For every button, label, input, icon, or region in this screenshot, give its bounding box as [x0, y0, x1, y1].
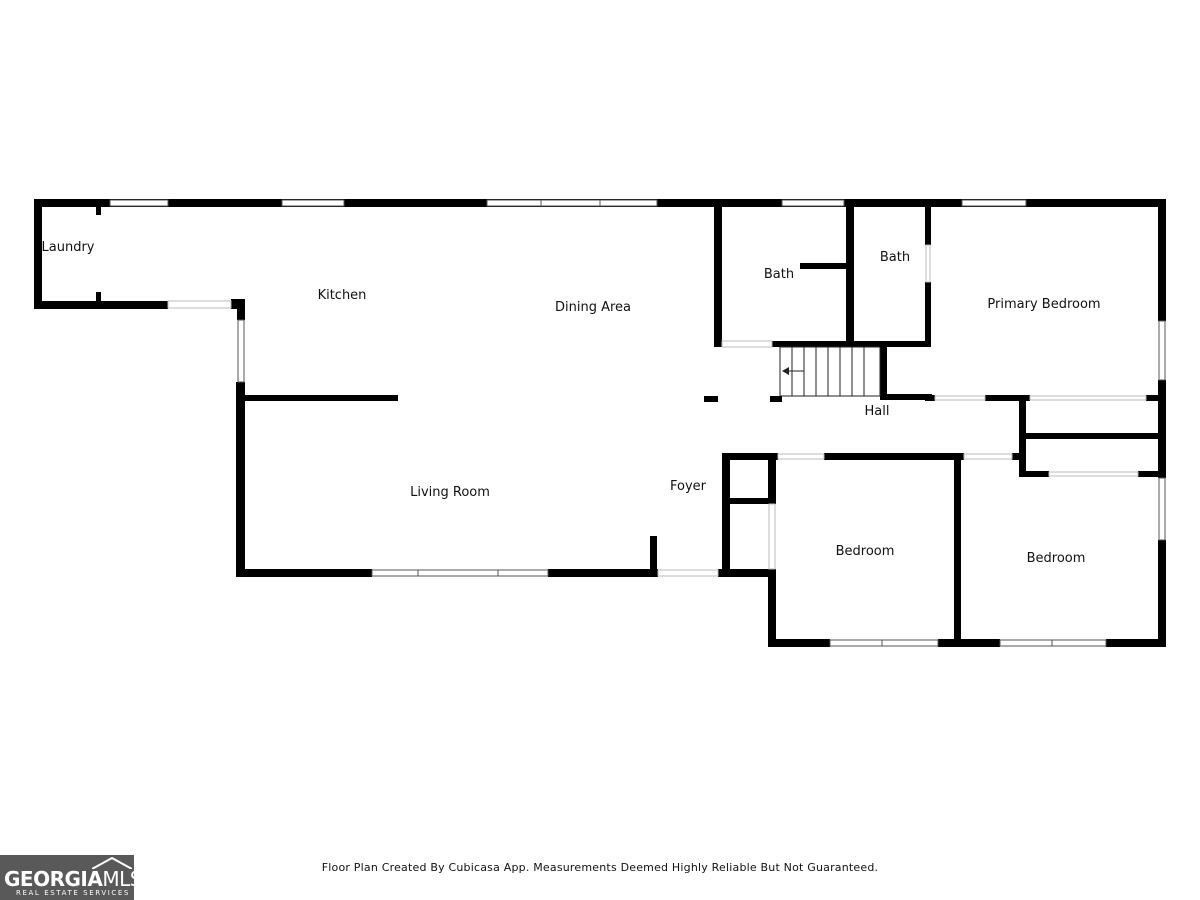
wall-bath2-east-bottom: [925, 282, 931, 347]
window: [109, 199, 169, 207]
wall-bedroom1-south-a: [768, 639, 830, 647]
wall-closet-mid: [1019, 433, 1166, 439]
window: [486, 199, 658, 207]
door-opening: [167, 300, 232, 309]
wall-foyer-closet-west: [722, 453, 730, 577]
door-opening: [1029, 395, 1147, 401]
label-kitchen: Kitchen: [318, 288, 367, 303]
wall-living-south-b: [548, 569, 658, 577]
logo-brand-bold: GEORGIA: [4, 867, 103, 891]
wall-closet-low-west: [1019, 471, 1049, 477]
footer-disclaimer: Floor Plan Created By Cubicasa App. Meas…: [321, 861, 879, 874]
wall-living-west: [236, 382, 245, 577]
wall-bedroom-divider: [954, 453, 961, 647]
door-opening: [721, 340, 773, 348]
door-opening: [934, 395, 986, 401]
wall-foyer-south: [718, 569, 776, 577]
wall-bath1-inner: [800, 263, 850, 269]
window-mullions: [417, 200, 1053, 646]
doorways: [167, 244, 1147, 577]
logo-tagline: REAL ESTATE SERVICES: [16, 889, 130, 897]
label-primary-bedroom: Primary Bedroom: [987, 297, 1100, 312]
wall-bedroom1-west: [768, 569, 776, 647]
wall-bedrooms-north-a: [722, 453, 778, 460]
label-foyer: Foyer: [670, 479, 707, 494]
wall-living-south-a: [236, 569, 372, 577]
label-bath-1: Bath: [764, 267, 794, 282]
wall-primary-south-b: [985, 395, 1030, 401]
wall-laundry-divider-top: [96, 207, 101, 215]
wall-east-mid: [1158, 380, 1166, 478]
door-opening: [1048, 471, 1139, 477]
wall-bedroom2-south-b: [1106, 639, 1166, 647]
wall-bedroom2-south-a: [998, 639, 1000, 647]
wall-foyer-closet-east: [768, 453, 776, 503]
window: [961, 199, 1027, 207]
wall-east-bottom: [1158, 540, 1166, 647]
wall-bedroom1-south-b: [938, 639, 1000, 647]
walls: [34, 199, 1166, 647]
wall-living-stub: [650, 536, 657, 576]
wall-primary-south-c: [1146, 395, 1166, 401]
window: [781, 199, 845, 207]
label-laundry: Laundry: [42, 240, 95, 255]
window: [999, 639, 1107, 647]
label-bedroom-2: Bedroom: [1027, 551, 1086, 566]
wall-bath1-west: [714, 207, 722, 347]
wall-kitchen-west: [237, 305, 245, 320]
label-bath-2: Bath: [880, 250, 910, 265]
logo-wordmark: GEORGIAMLS: [4, 867, 142, 891]
wall-kitchen-counter: [245, 395, 398, 401]
label-bedroom-1: Bedroom: [836, 544, 895, 559]
wall-stub-hall: [704, 396, 718, 402]
window: [1158, 320, 1166, 381]
wall-foyer-closet-mid: [722, 498, 776, 504]
wall-laundry-left: [34, 199, 42, 309]
stair-outline: [779, 346, 881, 397]
wall-bath-divider: [846, 207, 854, 347]
door-opening: [777, 453, 825, 460]
wall-east-top: [1158, 199, 1166, 321]
window: [1158, 477, 1166, 541]
arrow-left-icon: [782, 367, 789, 375]
wall-closet-low-east: [1138, 471, 1166, 477]
stairs: [779, 346, 881, 397]
wall-kitchen-corner: [231, 299, 245, 309]
label-living-room: Living Room: [410, 485, 490, 500]
door-opening: [657, 569, 719, 577]
logo-brand-thin: MLS: [102, 867, 142, 891]
wall-bedrooms-north-b: [824, 453, 964, 460]
door-opening: [768, 503, 776, 570]
window: [237, 319, 245, 383]
wall-stair-bottom: [770, 396, 782, 402]
door-opening: [963, 453, 1013, 460]
wall-stair-closet-bottom: [880, 394, 932, 400]
label-hall: Hall: [865, 404, 890, 419]
label-dining-area: Dining Area: [555, 300, 631, 315]
window: [371, 569, 549, 577]
wall-stair-east: [880, 347, 887, 399]
window: [829, 639, 939, 647]
window: [281, 199, 345, 207]
door-opening: [925, 244, 931, 283]
house-roof-icon: [92, 857, 132, 869]
room-labels: Laundry Kitchen Dining Area Bath Bath Pr…: [42, 240, 1101, 566]
wall-bath2-east-top: [925, 207, 931, 245]
wall-laundry-divider-bottom: [96, 292, 101, 302]
wall-bedrooms-north-c: [1012, 453, 1026, 460]
windows: [109, 199, 1166, 647]
georgia-mls-logo: GEORGIAMLS REAL ESTATE SERVICES: [0, 855, 142, 900]
wall-primary-south-a: [925, 395, 935, 401]
wall-laundry-bottom: [34, 301, 168, 309]
